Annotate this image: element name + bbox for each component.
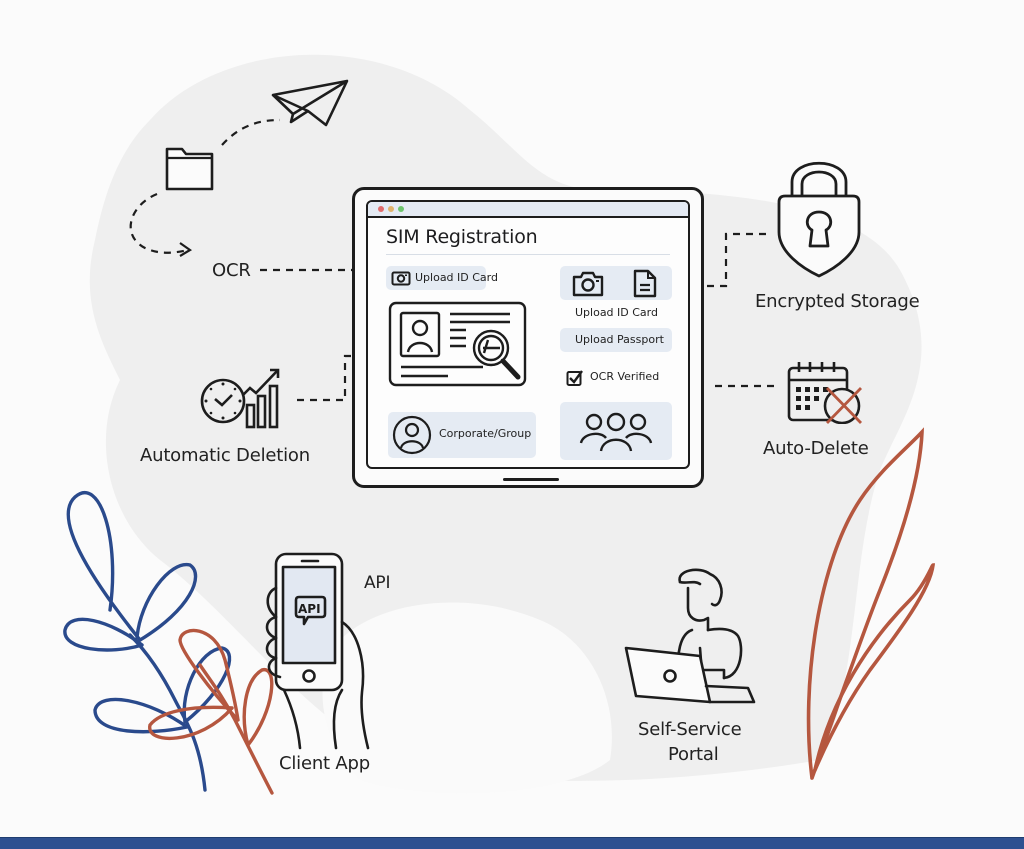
document-icon [633, 269, 657, 298]
corporate-group-option[interactable]: Corporate/Group [388, 412, 536, 458]
rust-branch [148, 628, 274, 795]
automatic-deletion-connector [297, 354, 352, 402]
auto-delete-label: Auto-Delete [763, 438, 869, 459]
window-titlebar [368, 202, 688, 218]
id-card-search-icon [388, 301, 527, 387]
screen-title: SIM Registration [386, 226, 538, 248]
rust-grass [806, 427, 936, 780]
self-service-label-line1: Self-Service [638, 719, 742, 740]
upload-icons-chip[interactable] [560, 266, 672, 300]
folder-to-ocr-connector [129, 192, 189, 254]
checkbox-icon[interactable] [566, 369, 584, 387]
folder-icon [165, 147, 214, 191]
tablet-device: SIM Registration Upload ID Card [352, 187, 704, 488]
window-dot-maximize[interactable] [398, 206, 404, 212]
ocr-label: OCR [212, 260, 251, 281]
upload-id-card-chip-label: Upload ID Card [415, 271, 498, 284]
encrypted-storage-label: Encrypted Storage [755, 291, 920, 312]
calendar-delete-icon [787, 362, 863, 424]
group-registration-option[interactable] [560, 402, 672, 460]
corporate-group-label: Corporate/Group [439, 427, 532, 440]
person-laptop-icon [624, 568, 756, 704]
title-divider [386, 254, 670, 255]
arrow-head [179, 242, 193, 257]
automatic-deletion-label: Automatic Deletion [140, 445, 310, 466]
self-service-label-line2: Portal [668, 744, 719, 765]
ocr-verified-label: OCR Verified [590, 370, 660, 383]
api-label: API [364, 573, 391, 593]
upload-passport-button[interactable]: Upload Passport [560, 328, 672, 352]
user-circle-icon [392, 415, 432, 455]
client-app-label: Client App [279, 753, 370, 774]
api-bubble-text: API [298, 602, 321, 616]
upload-id-card-caption: Upload ID Card [575, 306, 658, 319]
camera-icon [391, 271, 411, 286]
window-dot-minimize[interactable] [388, 206, 394, 212]
encrypted-storage-connector [707, 232, 770, 288]
sim-registration-screen: SIM Registration Upload ID Card [366, 200, 690, 469]
phone-hand-icon [265, 552, 370, 750]
camera-icon [572, 271, 604, 297]
blue-branch [63, 490, 232, 792]
home-indicator [503, 478, 559, 481]
window-dot-close[interactable] [378, 206, 384, 212]
upload-passport-label: Upload Passport [575, 333, 664, 346]
footer-accent-bar [0, 837, 1024, 849]
group-icon [579, 412, 653, 452]
clock-chart-icon [200, 368, 280, 429]
paper-plane-icon [271, 79, 349, 127]
padlock-icon [777, 162, 861, 278]
upload-id-card-chip[interactable]: Upload ID Card [386, 266, 498, 290]
